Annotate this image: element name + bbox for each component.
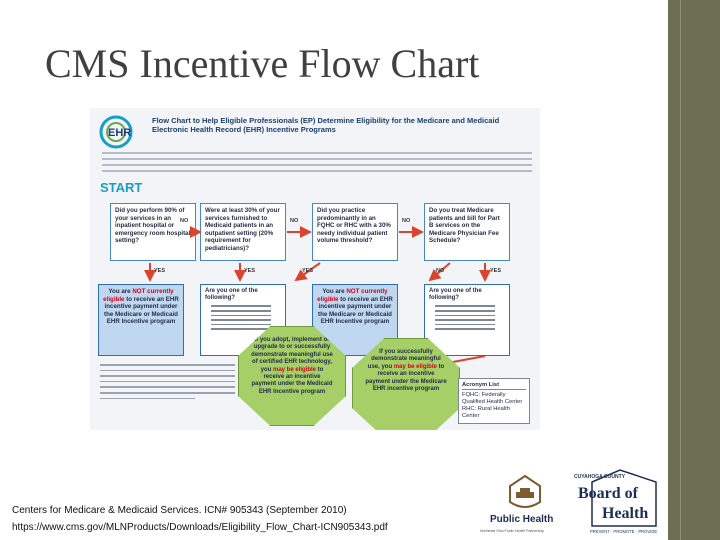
provider-list-box-2: Are you one of the following? [424, 284, 510, 356]
label-no-1: NO [180, 218, 189, 224]
county-name: CUYAHOGA COUNTY [574, 474, 626, 480]
board-of-text: Board of [578, 485, 639, 502]
board-of-health-logo: CUYAHOGA COUNTY Board of Health PREVENT … [574, 469, 657, 534]
not-eligible-box-1: You are NOT currently eligible to receiv… [98, 284, 184, 356]
intro-text [102, 152, 532, 180]
question-box-3: Did you practice predominantly in an FQH… [312, 203, 398, 261]
source-citation: Centers for Medicare & Medicaid Services… [12, 505, 388, 533]
label-yes-1: YES [154, 268, 166, 274]
ehr-logo-text: EHR [108, 127, 131, 139]
start-label: START [100, 180, 143, 195]
label-yes-2: YES [244, 268, 256, 274]
label-yes-3: YES [302, 268, 314, 274]
medicaid-eligible-octagon: If you adopt, implement or upgrade to or… [238, 326, 346, 426]
tagline: PREVENT · PROMOTE · PROVIDE [590, 529, 657, 534]
public-health-text: Public Health [490, 514, 553, 525]
label-yes-4: YES [490, 268, 502, 274]
question-box-2: Were at least 30% of your services furni… [200, 203, 286, 261]
label-no-2: NO [290, 218, 299, 224]
footnotes [100, 364, 235, 403]
acronym-list: Acronym List FQHC: Federally Qualified H… [458, 378, 530, 424]
medicare-eligible-octagon: If you successfully demonstrate meaningf… [352, 338, 460, 430]
public-health-subtitle: Northeast Ohio Public Health Partnership [480, 529, 544, 533]
question-box-1: Did you perform 90% of your services in … [110, 203, 196, 261]
sidebar-divider [680, 0, 681, 540]
label-no-3: NO [402, 218, 411, 224]
label-no-4: NO [436, 268, 445, 274]
flowchart-header: Flow Chart to Help Eligible Professional… [152, 116, 500, 134]
slide-title: CMS Incentive Flow Chart [45, 41, 480, 86]
decorative-sidebar [668, 0, 720, 540]
ehr-logo: EHR [99, 115, 133, 149]
health-text: Health [602, 505, 648, 522]
question-box-4: Do you treat Medicare patients and bill … [424, 203, 510, 261]
flowchart-image: EHR Flow Chart to Help Eligible Professi… [90, 108, 540, 430]
public-health-logo: Public Health Northeast Ohio Public Heal… [480, 474, 553, 533]
